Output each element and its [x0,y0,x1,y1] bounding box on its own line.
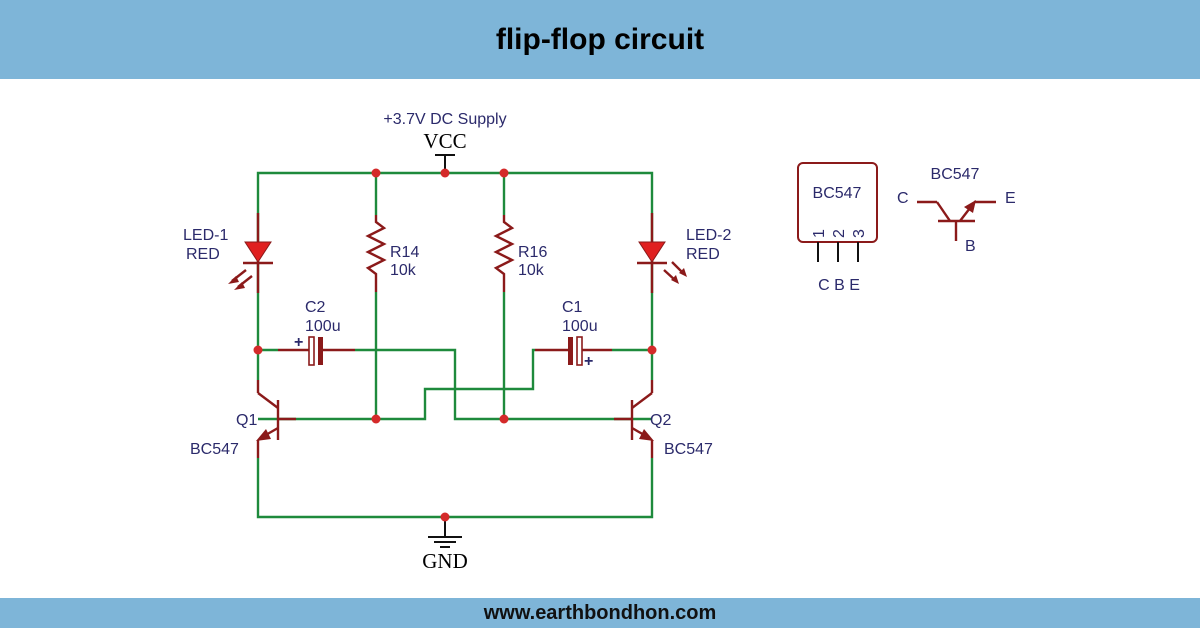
symbol-e: E [1005,190,1016,207]
junction-dot [440,512,450,522]
c1-name: C1 [562,299,583,316]
r14-value: 10k [390,262,417,279]
c2-value: 100u [305,318,341,335]
q1-name: Q1 [236,412,257,429]
c1-symbol [258,336,652,421]
led2-name: LED-2 [686,227,731,244]
c2-polarity: + [294,334,303,351]
c1-polarity: + [584,353,593,370]
vcc-rail [256,154,654,293]
junction-dot [647,345,657,355]
r16-value: 10k [518,262,545,279]
package-label: BC547 [813,185,862,202]
pin-number-2: 2 [831,229,848,238]
vcc-label: VCC [423,129,466,153]
q2-name: Q2 [650,412,671,429]
gnd-label: GND [422,549,468,573]
junction-dot [440,168,450,178]
pin-number-1: 1 [811,229,828,238]
c2-name: C2 [305,299,326,316]
led1-name: LED-1 [183,227,228,244]
junction-dot [253,345,263,355]
pin-names: C B E [818,277,860,294]
symbol-c: C [897,190,909,207]
footer-banner: www.earthbondhon.com [0,598,1200,628]
r16-name: R16 [518,244,547,261]
q1-symbol [256,380,654,519]
symbol-b: B [965,238,976,255]
website-link[interactable]: www.earthbondhon.com [483,601,717,624]
pin-number-3: 3 [851,229,868,238]
led2-color: RED [686,246,720,263]
junction-dot [371,168,381,178]
q2-symbol [614,380,654,458]
bc547-symbol [917,200,996,241]
c1-value: 100u [562,318,598,335]
title-banner: flip-flop circuit [0,0,1200,79]
bc547-package [797,162,878,262]
page-title: flip-flop circuit [495,22,705,56]
junction-dot [371,414,381,424]
r16-symbol [493,173,515,419]
symbol-label: BC547 [931,166,980,183]
junction-dot [499,414,509,424]
r14-symbol [365,173,387,419]
supply-label: +3.7V DC Supply [383,111,506,128]
junction-dots [253,168,657,522]
led1-color: RED [186,246,220,263]
q2-part: BC547 [664,441,713,458]
led2-symbol [637,213,687,293]
q1-part: BC547 [190,441,239,458]
r14-name: R14 [390,244,419,261]
led1-symbol [228,213,273,293]
junction-dot [499,168,509,178]
